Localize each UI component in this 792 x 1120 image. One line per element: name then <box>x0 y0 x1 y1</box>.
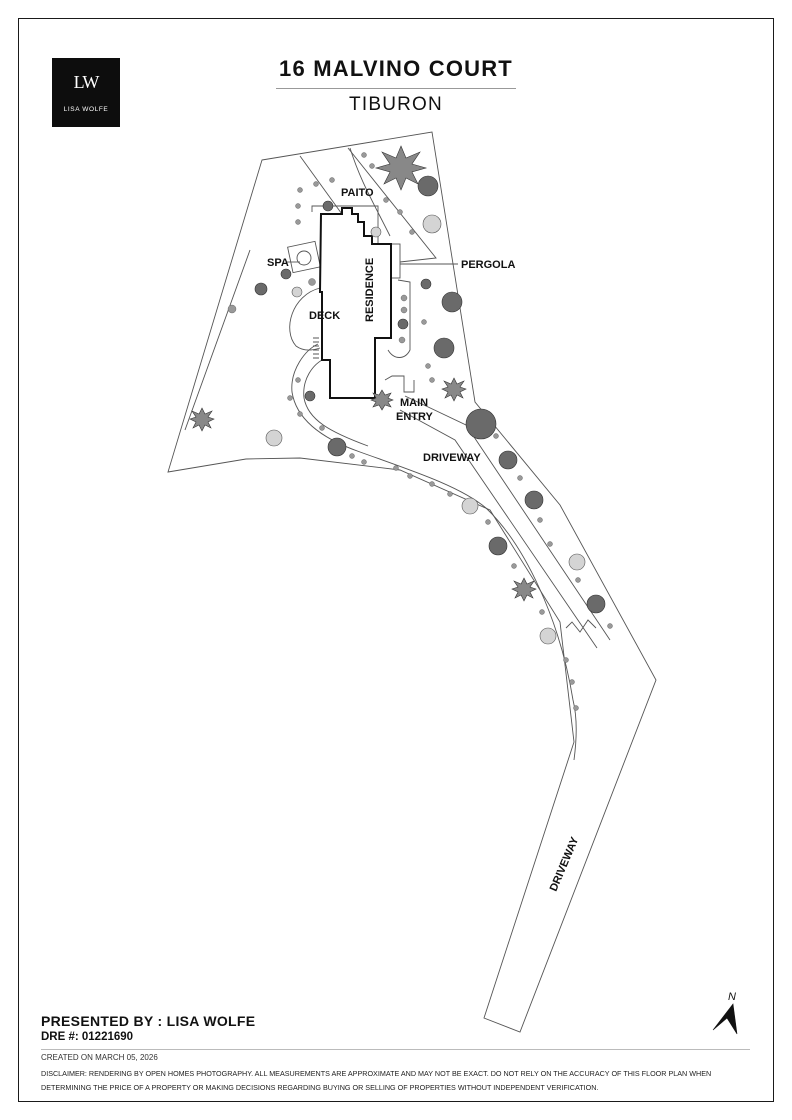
tree <box>327 437 347 457</box>
tree <box>254 282 268 296</box>
shrub <box>265 429 283 447</box>
tree <box>433 337 455 359</box>
side-path <box>387 279 411 358</box>
garden-path <box>303 357 369 447</box>
trees-spiky <box>189 145 537 602</box>
tree <box>441 291 463 313</box>
tree <box>511 577 537 602</box>
label-driveway-lower: DRIVEWAY <box>548 835 582 893</box>
page-border <box>18 18 774 1102</box>
title-divider <box>276 88 516 89</box>
shrub <box>291 286 303 298</box>
label-main-entry-line2: ENTRY <box>396 411 434 423</box>
tree <box>465 408 497 440</box>
landscape-line <box>349 147 391 237</box>
deck-outline <box>289 287 321 351</box>
disclaimer: DISCLAIMER: RENDERING BY OPEN HOMES PHOT… <box>41 1069 712 1092</box>
gate <box>565 619 597 633</box>
shrub <box>422 214 442 234</box>
dre-number: DRE #: 01221690 <box>41 1031 134 1043</box>
garden-path <box>291 343 577 761</box>
landscape-line <box>347 147 437 263</box>
landscape-line <box>184 249 251 431</box>
shrub <box>568 553 586 571</box>
label-driveway-upper: DRIVEWAY <box>423 452 481 464</box>
tree <box>420 278 432 290</box>
north-arrow: N <box>712 991 738 1035</box>
shrubs-light <box>265 214 586 645</box>
tree <box>586 594 606 614</box>
tree <box>304 390 316 402</box>
logo-monogram: LW <box>73 72 100 92</box>
driveway-edge <box>404 395 611 641</box>
driveway-edge <box>399 409 598 649</box>
shrub <box>461 497 479 515</box>
tree <box>524 490 544 510</box>
residence-outline <box>318 207 392 399</box>
page-title: 16 MALVINO COURT <box>279 56 513 81</box>
shrub <box>539 627 557 645</box>
shrub <box>370 226 382 238</box>
tree <box>370 389 394 411</box>
tree <box>498 450 518 470</box>
entry-walk <box>384 375 415 393</box>
logo: LW LISA WOLFE <box>52 58 120 127</box>
label-main-entry-line1: MAIN <box>400 397 428 409</box>
tree <box>441 377 467 402</box>
tree <box>488 536 508 556</box>
spa-outline <box>287 240 321 274</box>
property-boundary <box>167 131 657 1033</box>
logo-name: LISA WOLFE <box>63 106 109 113</box>
label-deck: DECK <box>309 310 340 322</box>
created-date: CREATED ON MARCH 05, 2026 <box>41 1053 158 1062</box>
trees-dark <box>254 175 606 614</box>
deck-stairs <box>313 337 319 359</box>
spa-tub <box>296 250 312 266</box>
label-pergola: PERGOLA <box>461 259 515 271</box>
page-subtitle: TIBURON <box>349 94 443 115</box>
tree <box>397 318 409 330</box>
tree <box>189 407 215 432</box>
tree <box>280 268 292 280</box>
north-label: N <box>728 991 736 1003</box>
label-spa: SPA <box>267 257 289 269</box>
footer-divider <box>41 1049 750 1050</box>
tree <box>374 145 428 191</box>
small-plants <box>227 152 613 711</box>
tree <box>417 175 439 197</box>
tree <box>322 200 334 212</box>
presented-by: PRESENTED BY : LISA WOLFE <box>41 1013 256 1029</box>
label-patio: PAITO <box>341 187 374 199</box>
label-residence: RESIDENCE <box>364 258 376 322</box>
